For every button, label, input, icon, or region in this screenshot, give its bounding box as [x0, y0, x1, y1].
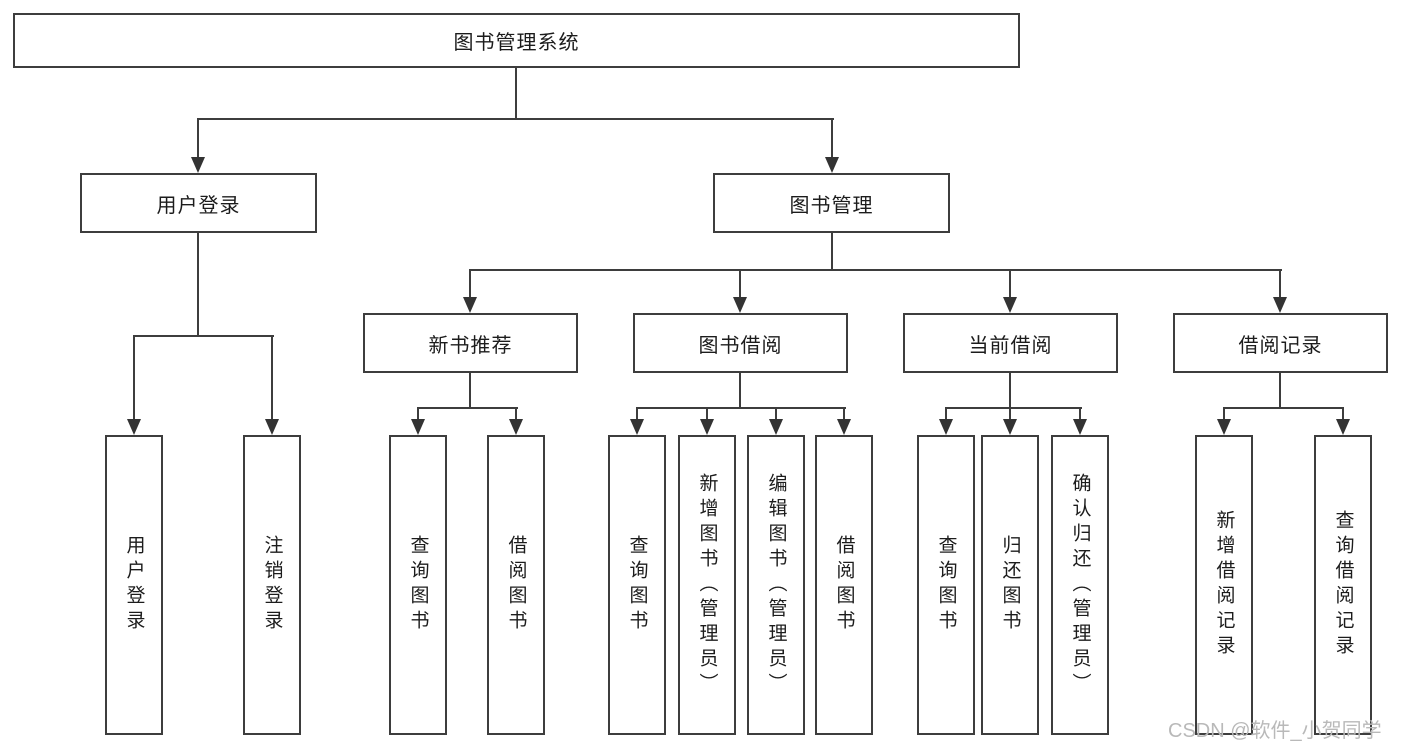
node-new-book-recommend: 新书推荐 — [363, 313, 578, 373]
node-borrowing-records: 借阅记录 — [1173, 313, 1388, 373]
arrow-down-icon — [700, 419, 714, 435]
connector-line — [271, 335, 273, 420]
leaf-current-confirm-return-admin: 确认归还（管理员） — [1051, 435, 1109, 735]
node-label: 图书管理 — [789, 194, 874, 217]
connector-line — [1279, 373, 1281, 409]
node-label: 图书管理系统 — [453, 32, 580, 54]
arrow-down-icon — [1003, 297, 1017, 313]
connector-line — [1342, 407, 1344, 421]
leaf-current-return-books: 归还图书 — [981, 435, 1039, 735]
arrow-down-icon — [939, 419, 953, 435]
connector-line — [515, 407, 517, 421]
connector-line — [133, 335, 274, 337]
arrow-down-icon — [411, 419, 425, 435]
leaf-recommend-query-books: 查询图书 — [389, 435, 447, 735]
node-label: 编辑图书（管理员） — [765, 472, 787, 698]
node-label: 图书借阅 — [698, 334, 783, 357]
node-label: 查询图书 — [626, 535, 648, 635]
node-label: 借阅记录 — [1238, 334, 1323, 357]
connector-line — [945, 407, 1082, 409]
connector-line — [469, 269, 1282, 271]
arrow-down-icon — [769, 419, 783, 435]
connector-line — [739, 269, 741, 299]
node-book-management: 图书管理 — [713, 173, 950, 233]
node-label: 当前借阅 — [968, 334, 1053, 357]
node-label: 借阅图书 — [505, 535, 527, 635]
connector-line — [636, 407, 638, 421]
connector-line — [417, 407, 419, 421]
arrow-down-icon — [1217, 419, 1231, 435]
node-label: 查询借阅记录 — [1332, 510, 1354, 660]
leaf-logout: 注销登录 — [243, 435, 301, 735]
connector-line — [1223, 407, 1225, 421]
node-label: 用户登录 — [156, 194, 241, 217]
connector-line — [843, 407, 845, 421]
connector-line — [417, 407, 518, 409]
node-label: 新增借阅记录 — [1213, 510, 1235, 660]
node-label: 借阅图书 — [833, 535, 855, 635]
leaf-recommend-borrow-books: 借阅图书 — [487, 435, 545, 735]
leaf-user-login: 用户登录 — [105, 435, 163, 735]
connector-line — [1279, 269, 1281, 299]
arrow-down-icon — [265, 419, 279, 435]
leaf-borrowing-edit-books-admin: 编辑图书（管理员） — [747, 435, 805, 735]
connector-line — [197, 118, 199, 158]
node-book-borrowing: 图书借阅 — [633, 313, 848, 373]
leaf-records-query-borrow-record: 查询借阅记录 — [1314, 435, 1372, 735]
connector-line — [739, 373, 741, 409]
connector-line — [636, 407, 846, 409]
connector-line — [1009, 373, 1011, 409]
connector-line — [831, 118, 833, 158]
node-library-management-system: 图书管理系统 — [13, 13, 1020, 68]
node-label: 归还图书 — [999, 535, 1021, 635]
connector-line — [515, 68, 517, 120]
connector-line — [1079, 407, 1081, 421]
node-label: 新书推荐 — [428, 334, 513, 357]
leaf-borrowing-add-books-admin: 新增图书（管理员） — [678, 435, 736, 735]
leaf-borrowing-query-books: 查询图书 — [608, 435, 666, 735]
connector-line — [469, 269, 471, 299]
leaf-borrowing-borrow-books: 借阅图书 — [815, 435, 873, 735]
connector-line — [1009, 407, 1011, 421]
connector-line — [706, 407, 708, 421]
connector-line — [1223, 407, 1344, 409]
node-label: 新增图书（管理员） — [696, 472, 718, 698]
node-user-login: 用户登录 — [80, 173, 317, 233]
connector-line — [197, 118, 834, 120]
csdn-watermark: CSDN @软件_小贺同学 — [1168, 720, 1382, 742]
connector-line — [133, 335, 135, 420]
arrow-down-icon — [191, 157, 205, 173]
connector-line — [945, 407, 947, 421]
node-label: 查询图书 — [407, 535, 429, 635]
arrow-down-icon — [1273, 297, 1287, 313]
arrow-down-icon — [509, 419, 523, 435]
arrow-down-icon — [825, 157, 839, 173]
arrow-down-icon — [127, 419, 141, 435]
connector-line — [775, 407, 777, 421]
connector-line — [1009, 269, 1011, 299]
arrow-down-icon — [733, 297, 747, 313]
arrow-down-icon — [463, 297, 477, 313]
connector-line — [469, 373, 471, 409]
connector-line — [197, 233, 199, 337]
connector-line — [831, 233, 833, 271]
arrow-down-icon — [1003, 419, 1017, 435]
node-label: 查询图书 — [935, 535, 957, 635]
leaf-records-add-borrow-record: 新增借阅记录 — [1195, 435, 1253, 735]
arrow-down-icon — [630, 419, 644, 435]
node-current-borrowing: 当前借阅 — [903, 313, 1118, 373]
leaf-current-query-books: 查询图书 — [917, 435, 975, 735]
node-label: 用户登录 — [123, 535, 145, 635]
arrow-down-icon — [1336, 419, 1350, 435]
node-label: 确认归还（管理员） — [1069, 472, 1091, 698]
arrow-down-icon — [1073, 419, 1087, 435]
arrow-down-icon — [837, 419, 851, 435]
node-label: 注销登录 — [261, 535, 283, 635]
